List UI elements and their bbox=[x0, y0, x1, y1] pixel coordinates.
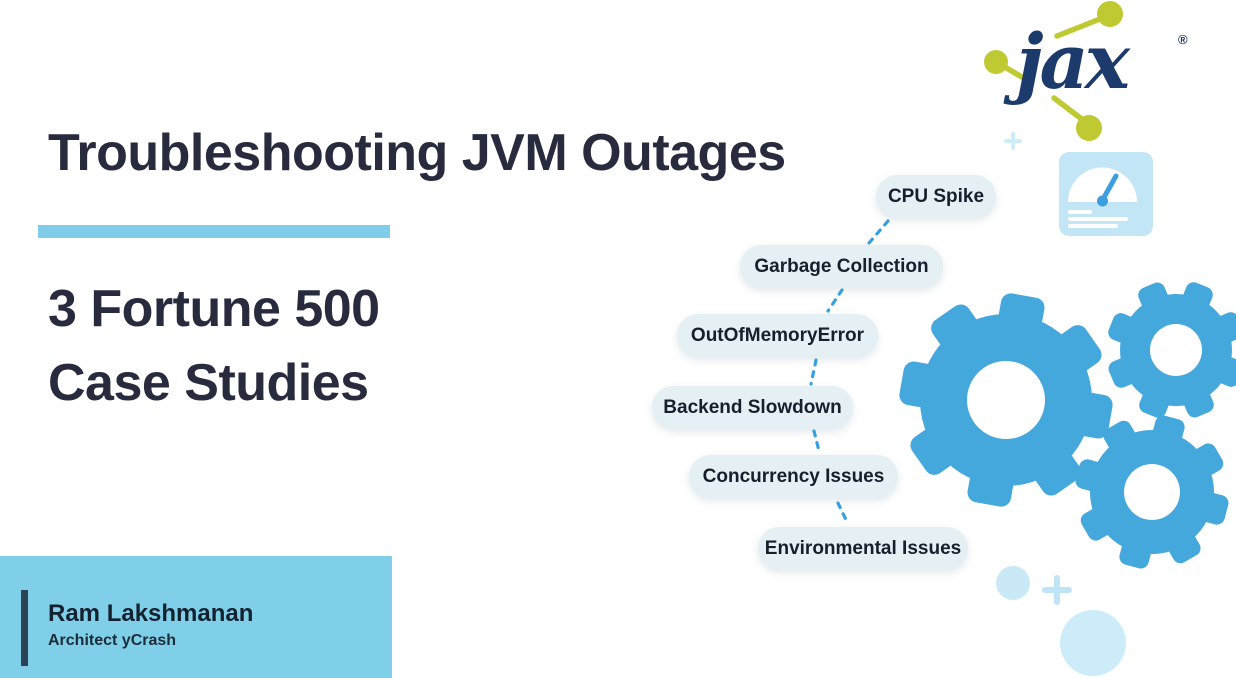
slide-title: Troubleshooting JVM Outages bbox=[48, 124, 786, 182]
circle-decoration bbox=[1060, 610, 1126, 676]
jax-logo: jax bbox=[1016, 17, 1130, 106]
speaker-box: Ram Lakshmanan Architect yCrash bbox=[0, 556, 392, 678]
issue-pill-outofmemoryerror: OutOfMemoryError bbox=[677, 314, 878, 357]
issue-pill-cpu-spike: CPU Spike bbox=[876, 175, 996, 218]
circle-decoration bbox=[996, 566, 1030, 600]
speaker-accent-rule bbox=[21, 590, 28, 666]
issue-pill-garbage-collection: Garbage Collection bbox=[740, 245, 943, 288]
subtitle-line-1: 3 Fortune 500 bbox=[48, 280, 380, 338]
gear-icon-bottom-right bbox=[1075, 415, 1229, 569]
slide-subtitle: 3 Fortune 500 Case Studies bbox=[48, 272, 528, 420]
issue-pill-backend-slowdown: Backend Slowdown bbox=[652, 386, 853, 429]
speaker-role: Architect yCrash bbox=[48, 632, 177, 649]
speaker-name: Ram Lakshmanan bbox=[48, 600, 254, 627]
issue-pill-concurrency-issues: Concurrency Issues bbox=[689, 455, 898, 498]
molecule-node-icon bbox=[984, 1, 1123, 141]
gauge-icon bbox=[1059, 152, 1153, 236]
plus-icon bbox=[1004, 132, 1022, 150]
title-accent-bar bbox=[38, 225, 390, 238]
plus-icon bbox=[1042, 575, 1072, 605]
dashed-connector-lines bbox=[809, 219, 890, 524]
gear-icon-top-right bbox=[1108, 282, 1236, 418]
gear-icon-large bbox=[899, 293, 1113, 507]
subtitle-line-2: Case Studies bbox=[48, 354, 369, 412]
issue-pill-environmental-issues: Environmental Issues bbox=[758, 527, 968, 570]
registered-trademark-symbol: ® bbox=[1178, 32, 1188, 47]
